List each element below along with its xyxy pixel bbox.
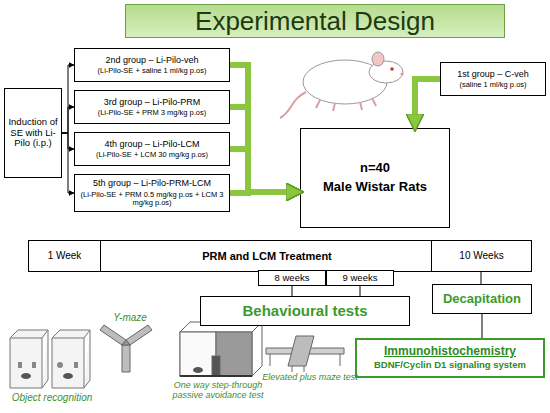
node-text: BDNF/Cyclin D1 signaling system <box>374 360 526 371</box>
caption-label: Elevated plus maze test <box>262 373 358 383</box>
group-arrow <box>415 79 440 128</box>
connector-line <box>360 286 361 296</box>
elevated-plus-maze <box>266 336 344 372</box>
node-text: (Li-Pilo-SE + LCM 30 mg/kg p.os) <box>96 151 208 160</box>
caption-label: Object recognition <box>4 392 100 403</box>
caption-label: One way step-through passive avoidance t… <box>160 381 276 401</box>
node-text: 1st group – C-veh <box>457 69 529 79</box>
animals-box: n=40Male Wistar Rats <box>300 128 450 228</box>
node-text: PRM and LCM Treatment <box>101 241 433 271</box>
node-text: Immunohistochemistry <box>384 345 516 359</box>
week-box: 9 weeks <box>326 270 394 286</box>
week-box: 8 weeks <box>258 270 326 286</box>
group-arrow <box>230 149 300 192</box>
group-arrow <box>230 107 300 192</box>
group-arrow <box>230 65 300 192</box>
passive-avoidance-apparatus <box>180 322 262 376</box>
title-text: Experimental Design <box>125 4 505 38</box>
group-box: 4th group – Li-Pilo-LCM (Li-Pilo-SE + LCM… <box>74 132 230 166</box>
group-box: 2nd group – Li-Pilo-veh (Li-Pilo-SE + sal… <box>74 48 230 82</box>
week-cell: 1 Week <box>29 241 101 271</box>
analysis-box: ImmunohistochemistryBDNF/Cyclin D1 signa… <box>355 338 545 378</box>
connector-line <box>62 65 74 133</box>
node-text: 1 Week <box>48 250 82 262</box>
node-text: 2nd group – Li-Pilo-veh <box>105 55 198 65</box>
node-text: Behavioural tests <box>242 302 367 319</box>
connector-line <box>482 314 483 338</box>
week-cell: 10 Weeks <box>431 241 531 271</box>
connector-line <box>62 133 74 149</box>
object-recognition-cages <box>10 330 90 388</box>
group-box: 3rd group – Li-Pilo-PRM (Li-Pilo-SE + PRM… <box>74 90 230 124</box>
treatment-band: PRM and LCM Treatment 1 Week 10 Weeks <box>28 240 532 272</box>
node-text: Induction of SE with Li-Pilo (i.p.) <box>8 117 58 150</box>
node-text: (Li-Pilo-SE + PRM 3 mg/kg p.os) <box>98 109 207 118</box>
node-text: 5th group – Li-Pilo-PRM-LCM <box>93 178 211 188</box>
tests-box: Behavioural tests <box>200 296 410 326</box>
caption-label: Y-maze <box>100 312 160 323</box>
y-maze <box>100 325 152 372</box>
node-text: 8 weeks <box>275 273 310 284</box>
node-text: 10 Weeks <box>459 250 503 262</box>
node-text: Decapitation <box>443 292 521 307</box>
group-box: 5th group – Li-Pilo-PRM-LCM (Li-Pilo-SE +… <box>74 174 230 212</box>
control-group-box: 1st group – C-veh (saline 1 ml/kg p.os) <box>440 62 546 96</box>
node-text: (Li-Pilo-SE + PRM 0.5 mg/kg p.os + LCM 3… <box>78 191 226 208</box>
node-text: (Li-Pilo-SE + saline 1 ml/kg p.os) <box>98 67 207 76</box>
connector-line <box>292 286 293 296</box>
connector-line <box>481 271 482 284</box>
node-text: 4th group – Li-Pilo-LCM <box>104 139 199 149</box>
rat-illustration <box>280 52 404 118</box>
node-text: n=40 <box>360 161 390 176</box>
connector-line <box>62 107 74 133</box>
group-arrow <box>230 192 300 193</box>
node-text: 9 weeks <box>343 273 378 284</box>
induction-box: Induction of SE with Li-Pilo (i.p.) <box>4 88 62 178</box>
decapitation-box: Decapitation <box>432 284 532 314</box>
node-text: (saline 1 ml/kg p.os) <box>459 81 526 90</box>
node-text: 3rd group – Li-Pilo-PRM <box>104 97 201 107</box>
node-text: Male Wistar Rats <box>323 180 427 195</box>
connector-line <box>62 133 74 193</box>
